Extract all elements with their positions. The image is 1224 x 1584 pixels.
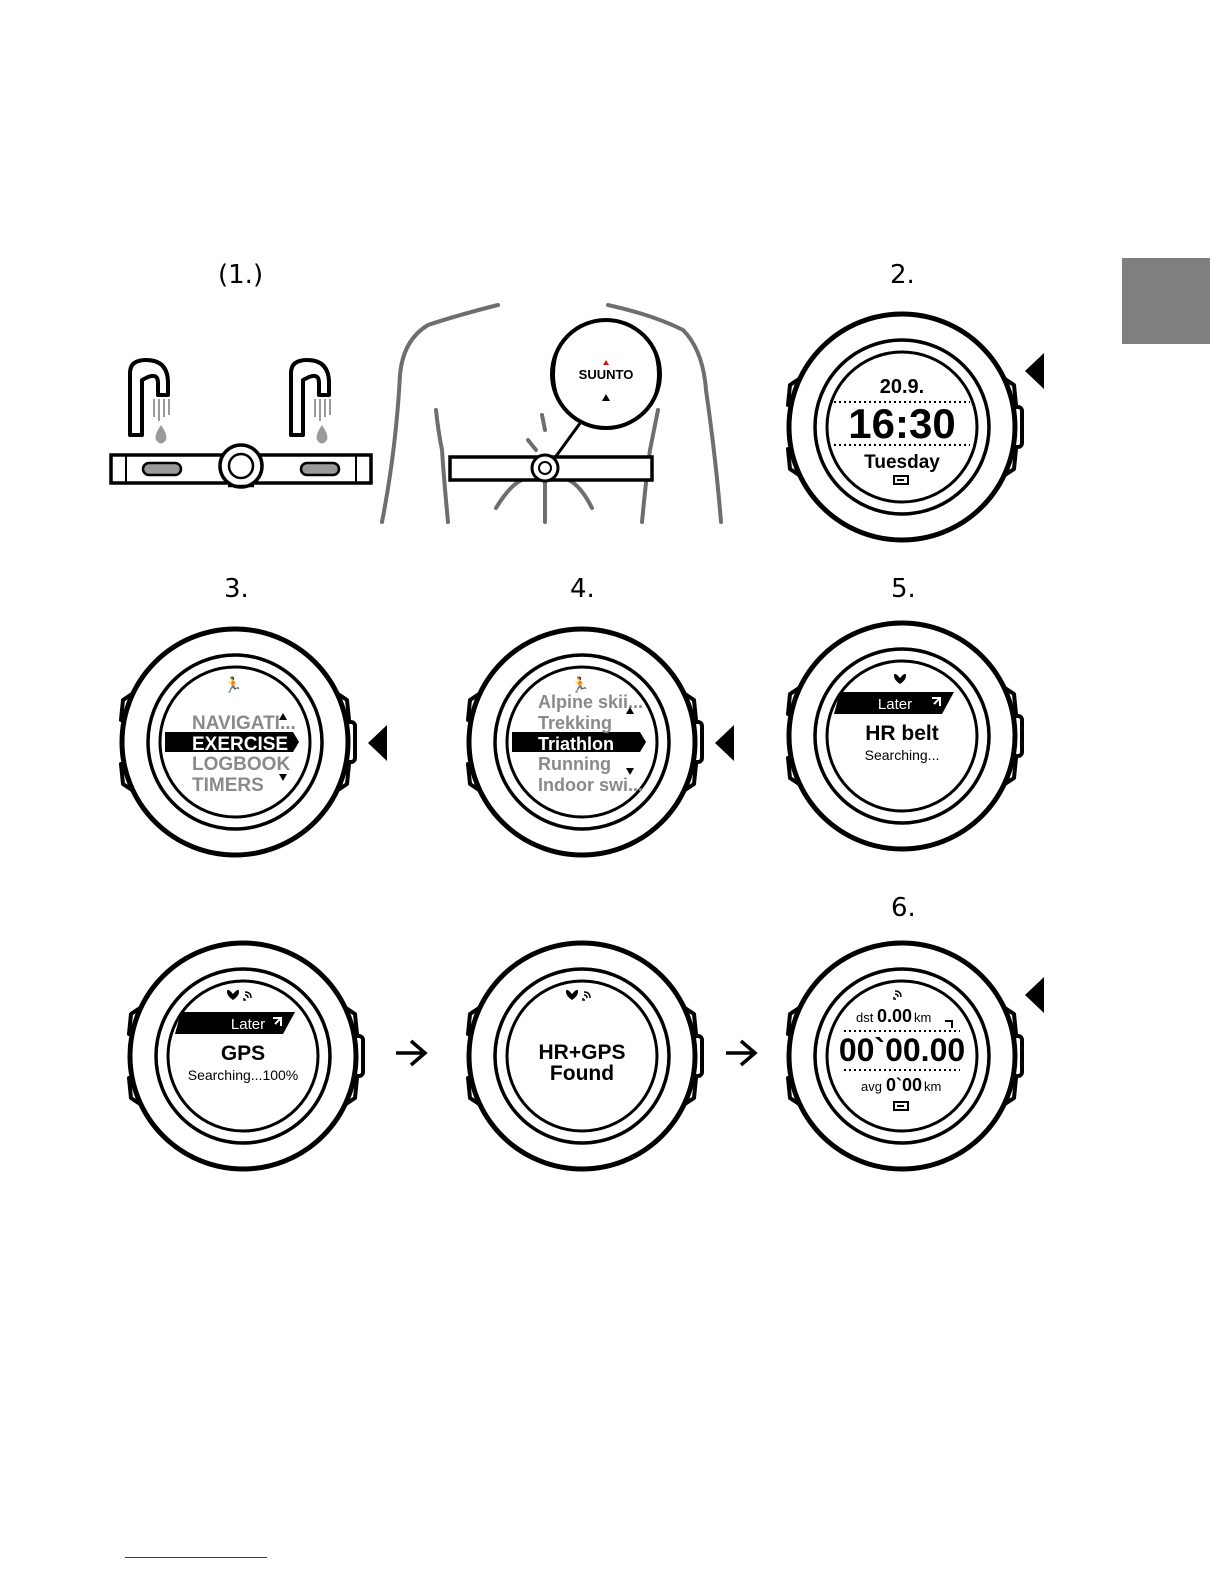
- later-label: Later: [231, 1016, 265, 1033]
- step-label-6: 6.: [891, 893, 916, 923]
- sport-item-alpine: Alpine skii...: [538, 692, 643, 712]
- next-arrow-icon: [394, 1038, 428, 1068]
- avg-unit: km: [924, 1079, 941, 1094]
- avg-label: avg: [861, 1079, 882, 1094]
- footer-rule: [125, 1557, 267, 1558]
- gps-title: GPS: [221, 1042, 265, 1065]
- watch-time-display: 20.9. 16:30 Tuesday: [782, 307, 1022, 547]
- step-label-3: 3.: [224, 574, 249, 604]
- button-pointer-icon: [715, 725, 735, 761]
- torso-belt-illustration: SUUNTO: [378, 300, 728, 532]
- watch-exercise-screen: dst 0.00 km 00`00.00 avg 0`00 km: [782, 936, 1022, 1176]
- chapter-tab: [1122, 258, 1210, 344]
- watch-found: HR+GPS Found: [462, 936, 702, 1176]
- button-pointer-icon: [1025, 977, 1045, 1013]
- later-label: Later: [878, 696, 912, 713]
- sport-item-indoor-swim: Indoor swi...: [538, 775, 643, 795]
- step-label-2: 2.: [890, 260, 915, 290]
- found-line1: HR+GPS: [539, 1041, 626, 1064]
- menu-item-exercise: EXERCISE: [192, 734, 288, 755]
- watch-date: 20.9.: [880, 376, 924, 398]
- hr-belt-title: HR belt: [865, 722, 939, 745]
- exercise-timer: 00`00.00: [839, 1032, 965, 1068]
- watch-time: 16:30: [848, 400, 955, 447]
- menu-item-navigation: NAVIGATI...: [192, 713, 296, 734]
- sport-item-triathlon: Triathlon: [538, 734, 614, 754]
- watch-day: Tuesday: [864, 452, 940, 473]
- dst-label: dst: [856, 1010, 874, 1025]
- avg-value: 0`00: [886, 1075, 922, 1095]
- button-pointer-icon: [368, 725, 388, 761]
- dst-unit: km: [914, 1010, 931, 1025]
- suunto-brand: SUUNTO: [579, 367, 634, 382]
- watch-hr-search: Later HR belt Searching...: [782, 616, 1022, 856]
- step-label-4: 4.: [570, 574, 595, 604]
- button-pointer-icon: [1025, 353, 1045, 389]
- watch-sport-list: 🏃 Alpine skii... Trekking Triathlon Runn…: [462, 622, 702, 862]
- watch-gps-search: Later GPS Searching...100%: [123, 936, 363, 1176]
- hr-belt-wet-illustration: [108, 355, 374, 490]
- next-arrow-icon: [724, 1038, 758, 1068]
- menu-item-logbook: LOGBOOK: [192, 754, 290, 775]
- gps-status: Searching...100%: [188, 1067, 299, 1083]
- step-label-5: 5.: [891, 574, 916, 604]
- menu-item-timers: TIMERS: [192, 775, 264, 796]
- runner-icon: 🏃: [224, 676, 243, 694]
- sport-item-running: Running: [538, 754, 611, 774]
- dst-value: 0.00: [877, 1006, 912, 1026]
- step-label-1: (1.): [218, 260, 263, 290]
- found-line2: Found: [550, 1062, 614, 1085]
- hr-status: Searching...: [865, 747, 940, 763]
- sport-item-trekking: Trekking: [538, 713, 612, 733]
- watch-main-menu: 🏃 NAVIGATI... EXERCISE LOGBOOK TIMERS: [115, 622, 355, 862]
